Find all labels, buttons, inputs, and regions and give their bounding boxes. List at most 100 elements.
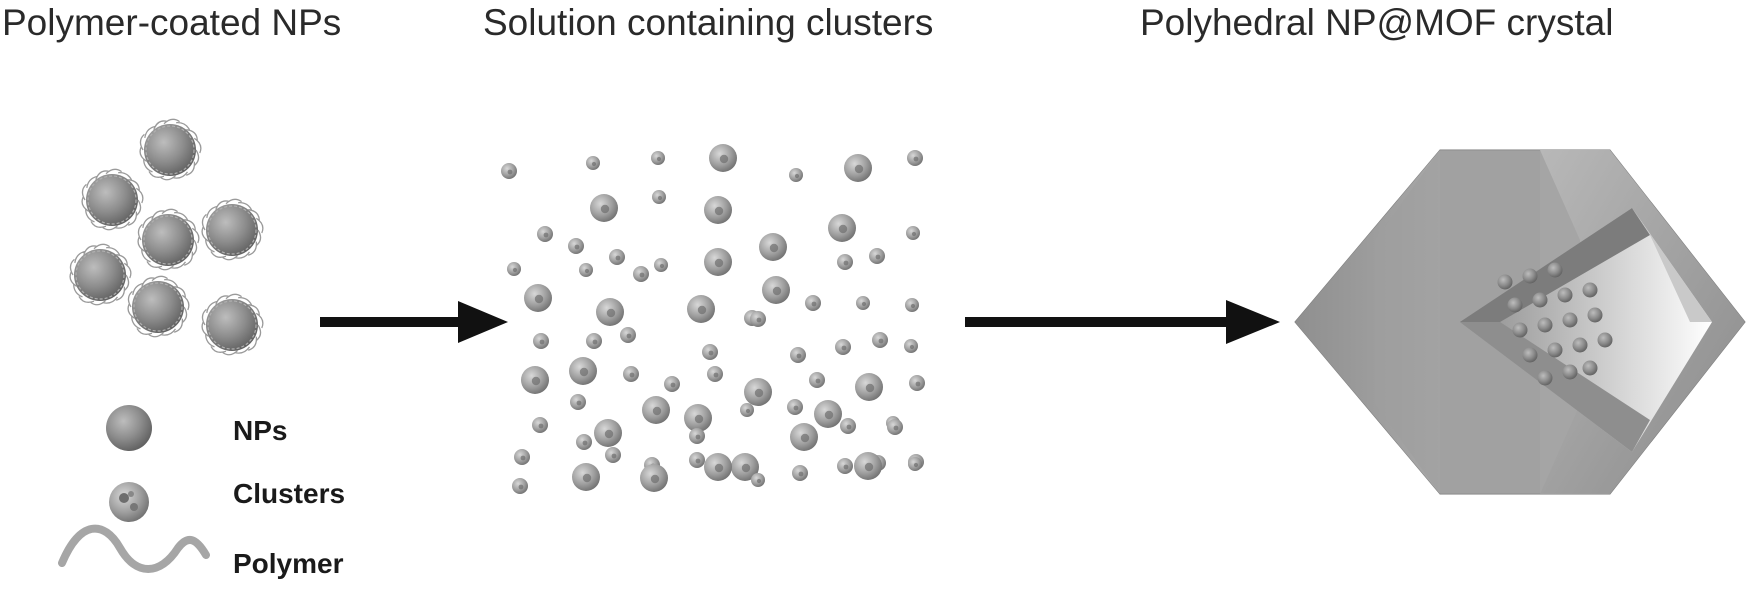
cluster-particle xyxy=(814,400,842,428)
cluster-particle xyxy=(642,396,670,424)
cluster-particle xyxy=(664,376,680,392)
title-solution-clusters: Solution containing clusters xyxy=(483,2,934,43)
cluster-particle xyxy=(855,373,883,401)
title-polyhedral-crystal: Polyhedral NP@MOF crystal xyxy=(1140,2,1614,43)
cluster-particle xyxy=(689,428,705,444)
title-polymer-coated-nps: Polymer-coated NPs xyxy=(2,2,342,43)
cluster-particle xyxy=(507,262,521,276)
cluster-particle xyxy=(532,417,548,433)
encapsulated-np xyxy=(1512,322,1528,338)
cluster-particle xyxy=(872,332,888,348)
legend-polymer-icon xyxy=(58,524,210,573)
cluster-particle xyxy=(744,378,772,406)
polyhedral-crystal xyxy=(1294,149,1746,495)
cluster-particle xyxy=(762,276,790,304)
legend: NPs Clusters Polymer xyxy=(58,405,345,579)
cluster-particle xyxy=(906,226,920,240)
legend-label-clusters: Clusters xyxy=(233,478,345,509)
cluster-particle xyxy=(501,163,517,179)
cluster-particle xyxy=(707,366,723,382)
cluster-particle xyxy=(524,284,552,312)
cluster-particle xyxy=(609,249,625,265)
encapsulated-np xyxy=(1522,347,1538,363)
cluster-particle xyxy=(570,394,586,410)
encapsulated-np xyxy=(1572,337,1588,353)
arrow-2 xyxy=(965,300,1280,344)
cluster-particle xyxy=(869,248,885,264)
cluster-particle xyxy=(789,168,803,182)
cluster-particle xyxy=(605,447,621,463)
cluster-particle xyxy=(586,156,600,170)
polymer-coated-np xyxy=(81,168,144,231)
arrow-1 xyxy=(320,301,508,343)
cluster-particle xyxy=(689,452,705,468)
cluster-particle xyxy=(844,154,872,182)
cluster-particle xyxy=(512,478,528,494)
cluster-particle xyxy=(687,295,715,323)
cluster-particle xyxy=(590,194,618,222)
cluster-particle xyxy=(740,403,754,417)
cluster-particle xyxy=(790,423,818,451)
cluster-particle xyxy=(840,418,856,434)
legend-label-polymer: Polymer xyxy=(233,548,344,579)
cluster-particle xyxy=(594,419,622,447)
cluster-particle xyxy=(514,449,530,465)
cluster-particle xyxy=(837,254,853,270)
cluster-particle xyxy=(907,150,923,166)
legend-label-nps: NPs xyxy=(233,415,287,446)
polymer-coated-np-group xyxy=(69,118,264,356)
cluster-particle xyxy=(684,404,712,432)
cluster-particle xyxy=(586,333,602,349)
encapsulated-np xyxy=(1557,287,1573,303)
cluster-particle xyxy=(854,452,882,480)
encapsulated-np xyxy=(1562,364,1578,380)
encapsulated-np xyxy=(1532,292,1548,308)
encapsulated-np xyxy=(1537,370,1553,386)
cluster-particle xyxy=(856,296,870,310)
cluster-field xyxy=(501,144,925,494)
cluster-particle xyxy=(704,248,732,276)
cluster-particle xyxy=(709,144,737,172)
cluster-particle xyxy=(905,298,919,312)
cluster-particle xyxy=(704,196,732,224)
cluster-particle xyxy=(731,453,759,481)
encapsulated-nps xyxy=(1497,262,1613,386)
cluster-particle xyxy=(908,457,922,471)
polymer-coated-np xyxy=(127,275,190,338)
cluster-particle xyxy=(654,258,668,272)
cluster-particle xyxy=(704,453,732,481)
encapsulated-np xyxy=(1537,317,1553,333)
cluster-particle xyxy=(887,419,903,435)
cluster-particle xyxy=(576,434,592,450)
polymer-coated-np xyxy=(139,118,202,181)
encapsulated-np xyxy=(1562,312,1578,328)
cluster-particle xyxy=(702,344,718,360)
cluster-particle xyxy=(909,375,925,391)
cluster-particle xyxy=(620,327,636,343)
cluster-particle xyxy=(521,366,549,394)
polymer-coated-np xyxy=(201,293,264,356)
cluster-particle xyxy=(904,339,918,353)
polymer-coated-np xyxy=(137,208,200,271)
cluster-particle xyxy=(751,473,765,487)
polymer-coated-np xyxy=(201,198,264,261)
cluster-particle xyxy=(651,151,665,165)
cluster-particle xyxy=(835,339,851,355)
cluster-particle xyxy=(623,366,639,382)
cluster-particle xyxy=(569,357,597,385)
cluster-particle xyxy=(787,399,803,415)
cluster-particle xyxy=(828,214,856,242)
cluster-particle xyxy=(596,298,624,326)
cluster-particle xyxy=(805,295,821,311)
cluster-particle xyxy=(533,333,549,349)
cluster-particle xyxy=(759,233,787,261)
polymer-coated-np xyxy=(69,243,132,306)
cluster-particle xyxy=(640,464,668,492)
encapsulated-np xyxy=(1582,282,1598,298)
cluster-particle xyxy=(572,463,600,491)
encapsulated-np xyxy=(1597,332,1613,348)
encapsulated-np xyxy=(1582,360,1598,376)
cluster-particle xyxy=(633,266,649,282)
cluster-particle xyxy=(579,263,593,277)
